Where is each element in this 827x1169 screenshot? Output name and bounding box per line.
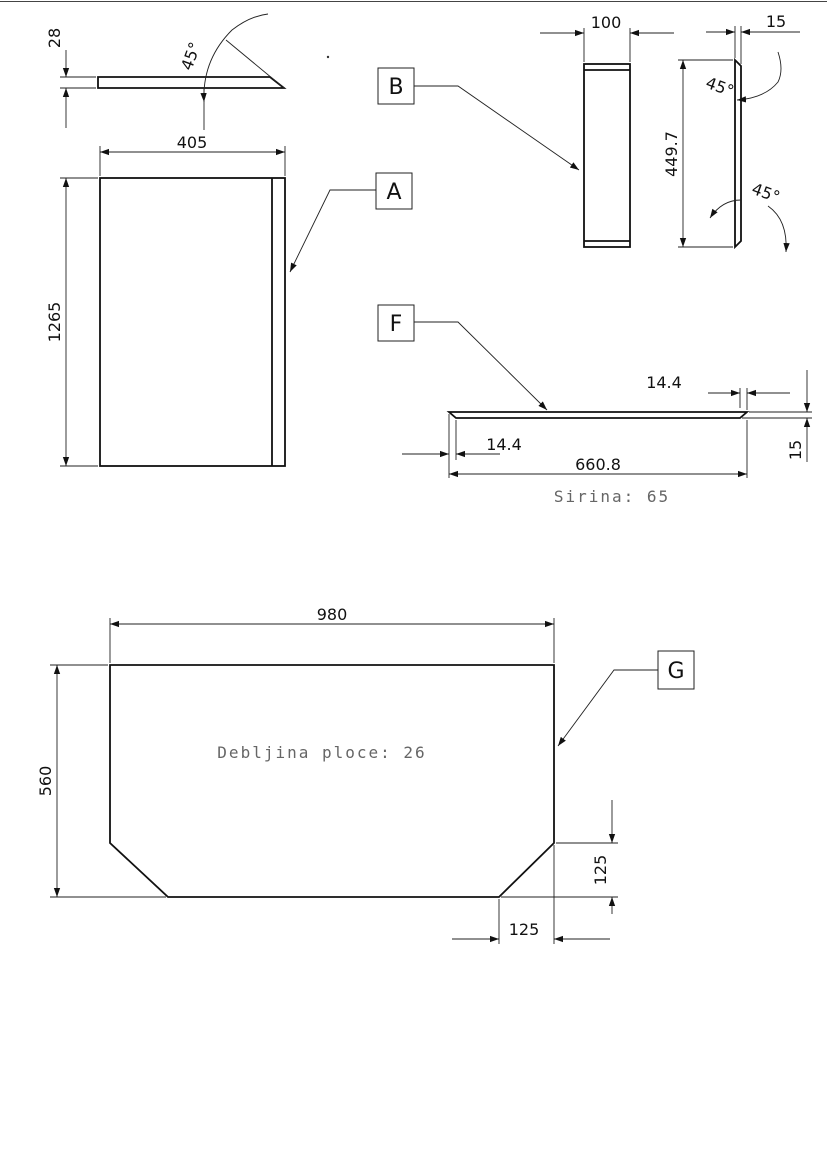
part-a-angle-label: 45° [177,40,205,73]
part-f-offset-right-label: 14.4 [646,373,682,392]
part-f-length-label: 660.8 [575,455,621,474]
part-b-profile [734,57,742,250]
part-b-width-label: 100 [591,13,622,32]
part-b-angle-top-label: 45° [703,73,736,101]
part-f-label: F [390,312,403,337]
part-a-thickness-label: 28 [45,28,64,48]
part-f-label-box [377,304,415,342]
part-g-thickness-note: Debljina ploce: 26 [217,743,426,762]
part-b-group: 100 15 449.7 45° 45° B [377,12,800,253]
part-g-width-label: 980 [317,605,348,624]
part-g-label: G [667,659,684,684]
part-f-offset-left-label: 14.4 [486,435,522,454]
part-b-height-label: 449.7 [662,131,681,177]
part-g-group: 980 560 125 125 Debljina ploce: 26 G [36,605,695,944]
part-a-width-label: 405 [177,133,208,152]
part-b-panel [583,63,631,248]
part-g-height-label: 560 [36,766,55,797]
part-b-label-box [377,67,415,105]
part-f-group: 14.4 14.4 660.8 15 Sirina: 65 F [377,304,812,506]
part-a-height-label: 1265 [45,302,64,343]
part-a-group: 28 45° 405 1265 A [45,13,413,467]
stray-dot [326,55,330,59]
part-f-thickness-label: 15 [786,440,805,460]
part-f-width-note: Sirina: 65 [554,487,670,506]
part-g-label-box [657,650,695,690]
part-a-label-box [375,172,413,210]
part-a-label: A [386,180,401,205]
part-f-profile [446,411,750,419]
part-b-thickness-label: 15 [766,12,786,31]
part-g-chamfer-horizontal-label: 125 [509,920,540,939]
part-b-angle-bottom-label: 45° [749,179,782,207]
part-g-chamfer-vertical-label: 125 [591,855,610,886]
part-a-profile [97,76,287,89]
part-b-label: B [388,75,403,100]
part-g-panel [109,664,555,898]
part-a-panel [99,177,286,467]
